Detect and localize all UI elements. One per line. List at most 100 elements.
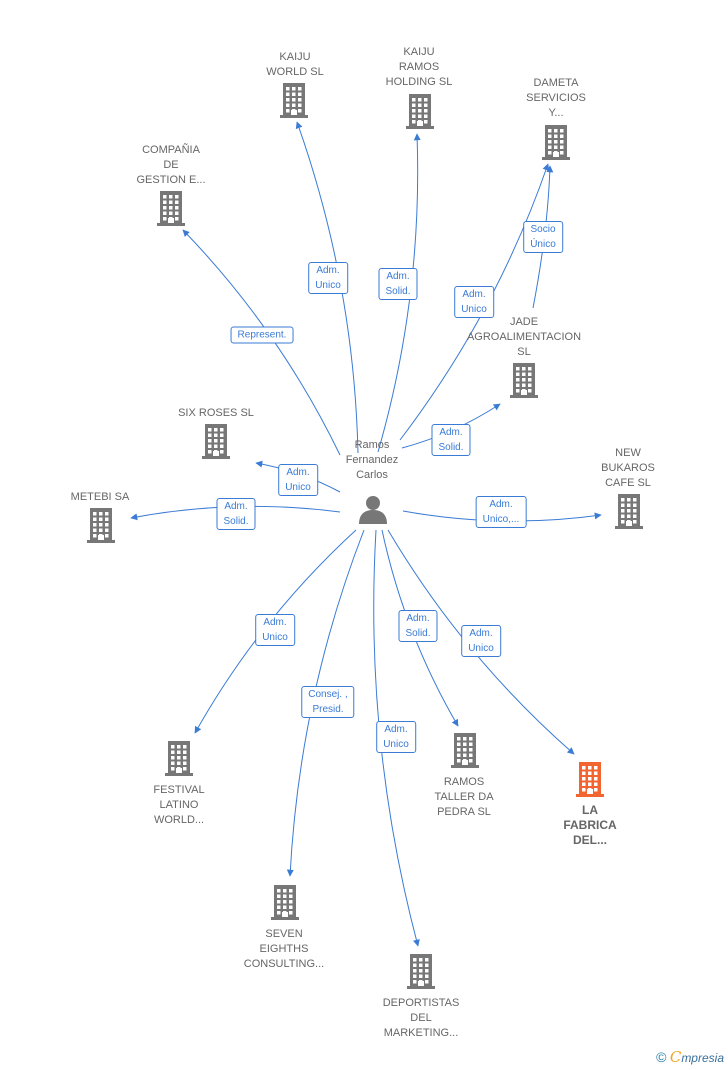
company-label-kaiju-world[interactable]: KAIJU WORLD SL xyxy=(266,50,323,80)
edge-label-line: Presid. xyxy=(312,704,344,715)
company-label-line: RAMOS xyxy=(398,61,440,73)
center-person-name[interactable]: Ramos Fernandez Carlos xyxy=(346,438,399,483)
edge-label-line: Adm. xyxy=(316,265,340,276)
brand-initial: C xyxy=(669,1048,682,1066)
company-label-ramos-taller[interactable]: RAMOS TALLER DA PEDRA SL xyxy=(434,775,493,820)
company-label-line: EIGHTHS xyxy=(259,943,309,955)
company-label-line: SERVICIOS xyxy=(526,92,586,104)
edge-label-six-roses[interactable]: Adm.Unico xyxy=(278,464,318,496)
center-name-line: Fernandez xyxy=(345,454,399,466)
edge-label-ramos-taller[interactable]: Adm. Solid. xyxy=(398,610,438,642)
building-icon[interactable] xyxy=(407,954,437,990)
company-label-line: HOLDING SL xyxy=(385,76,453,88)
edge-label-line: Represent. xyxy=(237,329,287,341)
edge-label-line: Adm. xyxy=(286,467,310,478)
edge-label-metebi[interactable]: Adm. Solid. xyxy=(216,498,256,530)
building-icon[interactable] xyxy=(87,508,117,544)
center-name-line: Ramos xyxy=(354,439,390,451)
edge-label-jade[interactable]: Adm.Solid. xyxy=(431,424,471,456)
building-icon[interactable] xyxy=(165,741,195,777)
company-label-line: DE xyxy=(163,159,179,171)
company-label-line: FESTIVAL xyxy=(153,784,205,796)
company-label-line: WORLD SL xyxy=(266,66,324,78)
edge-label-dameta[interactable]: Adm. Unico xyxy=(454,286,494,318)
edge-label-la-fabrica[interactable]: Adm.Unico xyxy=(461,625,501,657)
building-icon[interactable] xyxy=(280,83,310,119)
company-label-line: KAIJU xyxy=(279,51,311,63)
edge-label-festival[interactable]: Adm. Unico xyxy=(255,614,295,646)
copyright-symbol: © xyxy=(656,1049,667,1065)
building-icon[interactable] xyxy=(271,885,301,921)
company-label-line: CAFE SL xyxy=(605,477,651,489)
person-icon[interactable] xyxy=(357,494,389,529)
brand-name: mpresia xyxy=(681,1051,724,1065)
company-label-line: Y... xyxy=(548,107,564,119)
company-label-six-roses[interactable]: SIX ROSES SL xyxy=(178,406,254,421)
edge-label-line: Unico xyxy=(468,643,494,654)
company-label-dameta[interactable]: DAMETA SERVICIOS Y... xyxy=(526,76,586,121)
building-icon[interactable] xyxy=(202,424,232,460)
edge-label-line: Adm. xyxy=(263,617,287,628)
edge-label-line: Unico xyxy=(461,304,487,315)
company-label-compania[interactable]: COMPAÑIA DE GESTION E... xyxy=(136,143,205,188)
edge-label-line: Solid. xyxy=(385,286,411,297)
building-icon[interactable] xyxy=(510,363,540,399)
edge-label-line: Adm. xyxy=(489,499,513,510)
edge-label-compania[interactable]: Represent. xyxy=(230,326,294,344)
edge-label-line: Adm. xyxy=(386,271,410,282)
edge-label-line: Adm. xyxy=(406,613,430,624)
edge-label-kaiju-ramos[interactable]: Adm. Solid. xyxy=(378,268,418,300)
company-label-line: TALLER DA xyxy=(434,791,494,803)
building-icon[interactable] xyxy=(542,125,572,161)
edge-label-line: Consej. , xyxy=(308,689,348,700)
edge-label-deportistas[interactable]: Adm. Unico xyxy=(376,721,416,753)
company-label-line: COMPAÑIA xyxy=(142,144,200,156)
edge-label-line: Adm. xyxy=(224,501,248,512)
building-icon[interactable] xyxy=(615,494,645,530)
building-icon[interactable] xyxy=(451,733,481,769)
company-label-line: FABRICA xyxy=(563,818,617,832)
edge-label-line: Unico xyxy=(262,632,288,643)
company-label-line: PEDRA SL xyxy=(437,806,491,818)
company-label-line: METEBI SA xyxy=(70,491,130,503)
edge-label-line: Unico xyxy=(315,280,341,291)
building-icon[interactable] xyxy=(576,762,606,798)
building-icon[interactable] xyxy=(406,94,436,130)
edge-label-kaiju-world[interactable]: Adm. Unico xyxy=(308,262,348,294)
building-icon[interactable] xyxy=(157,191,187,227)
company-label-festival[interactable]: FESTIVAL LATINO WORLD... xyxy=(153,783,204,828)
company-label-line: DAMETA xyxy=(533,77,579,89)
company-label-line: DEPORTISTAS xyxy=(382,997,460,1009)
company-label-new-bukaros[interactable]: NEW BUKAROS CAFE SL xyxy=(601,446,655,491)
company-label-line: BUKAROS xyxy=(601,462,655,474)
center-name-line: Carlos xyxy=(356,469,388,481)
company-label-line: WORLD... xyxy=(153,814,205,826)
edge-label-line: Adm. xyxy=(439,427,463,438)
edge-label-line: Solid. xyxy=(405,628,431,639)
edge-label-line: Único xyxy=(530,239,556,250)
company-label-line: LATINO xyxy=(159,799,199,811)
edge-label-line: Unico,... xyxy=(482,514,520,525)
company-label-line: GESTION E... xyxy=(136,174,206,186)
company-label-line: CONSULTING... xyxy=(243,958,325,970)
company-label-line: NEW xyxy=(615,447,641,459)
edge-label-line: Unico xyxy=(383,739,409,750)
edge-label-line: Adm. xyxy=(384,724,408,735)
company-label-line: SIX ROSES SL xyxy=(178,407,254,419)
edge-label-line: Solid. xyxy=(223,516,249,527)
company-label-line: RAMOS xyxy=(443,776,485,788)
company-label-line: SL xyxy=(517,346,531,358)
edge-label-seven-eighths[interactable]: Consej. , Presid. xyxy=(301,686,355,718)
company-label-line: JADE xyxy=(509,316,539,328)
company-label-metebi[interactable]: METEBI SA xyxy=(71,490,130,505)
edge-label-new-bukaros[interactable]: Adm. Unico,... xyxy=(475,496,527,528)
edge-label-line: Adm. xyxy=(462,289,486,300)
company-label-line: MARKETING... xyxy=(383,1027,459,1039)
company-label-line: LA xyxy=(582,803,598,817)
